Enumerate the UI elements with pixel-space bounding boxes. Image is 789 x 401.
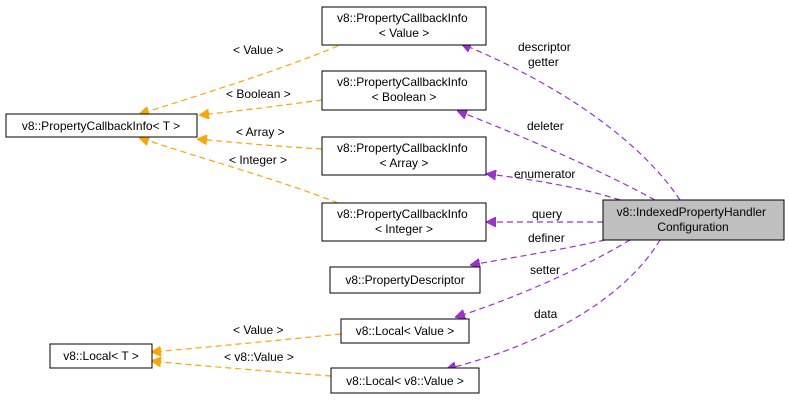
- node-local-value-label: v8::Local< Value >: [356, 324, 455, 338]
- svg-text:v8::PropertyCallbackInfo: v8::PropertyCallbackInfo < Value >: [337, 11, 471, 40]
- edge-label-descriptor-getter: descriptor getter: [518, 40, 574, 69]
- node-pci-value-line1: v8::PropertyCallbackInfo: [337, 11, 468, 25]
- svg-text:v8::PropertyCallbackInfo: v8::PropertyCallbackInfo < Integer >: [337, 207, 471, 236]
- edge-descriptor-getter: [462, 44, 681, 201]
- edge-label-deleter: deleter: [527, 119, 564, 133]
- member-edges: [447, 44, 681, 369]
- node-pci-boolean[interactable]: v8::PropertyCallbackInfo < Boolean >: [321, 70, 487, 111]
- node-pci-array[interactable]: v8::PropertyCallbackInfo < Array >: [321, 136, 487, 176]
- edge-local-t-to-value: [152, 333, 342, 352]
- node-property-descriptor[interactable]: v8::PropertyDescriptor: [329, 266, 481, 294]
- edge-label-tpl-integer: < Integer >: [229, 153, 287, 167]
- node-pci-integer-line1: v8::PropertyCallbackInfo: [337, 207, 468, 221]
- node-pci-t-label: v8::PropertyCallbackInfo< T >: [22, 119, 180, 133]
- edge-pci-t-to-integer: [140, 138, 339, 204]
- node-local-v8value[interactable]: v8::Local< v8::Value >: [330, 367, 480, 394]
- edge-label-tpl-array: < Array >: [236, 125, 285, 139]
- edge-label-tpl-local-value: < Value >: [233, 323, 283, 337]
- node-property-descriptor-label: v8::PropertyDescriptor: [345, 273, 464, 287]
- svg-text:v8::IndexedPropertyHandler: v8::IndexedPropertyHandler Configuration: [617, 205, 770, 234]
- node-local-value[interactable]: v8::Local< Value >: [340, 318, 470, 344]
- node-pci-boolean-line1: v8::PropertyCallbackInfo: [337, 75, 468, 89]
- node-indexed-property-handler-configuration[interactable]: v8::IndexedPropertyHandler Configuration: [602, 199, 785, 241]
- edge-local-t-to-v8value: [152, 361, 332, 377]
- edge-label-query: query: [532, 207, 562, 221]
- node-local-t[interactable]: v8::Local< T >: [49, 343, 153, 369]
- node-local-v8value-label: v8::Local< v8::Value >: [346, 374, 464, 388]
- edge-label-setter: setter: [530, 263, 560, 277]
- edge-pci-t-to-boolean: [200, 99, 323, 115]
- node-pci-integer[interactable]: v8::PropertyCallbackInfo < Integer >: [321, 202, 487, 242]
- edge-data: [447, 239, 661, 369]
- edge-deleter: [458, 111, 656, 201]
- edge-setter: [456, 239, 631, 317]
- node-pci-boolean-line2: < Boolean >: [372, 90, 437, 104]
- edge-label-tpl-boolean: < Boolean >: [226, 87, 291, 101]
- node-config-line2: Configuration: [657, 220, 728, 234]
- svg-text:v8::PropertyCallbackInfo: v8::PropertyCallbackInfo < Boolean >: [337, 75, 471, 104]
- edge-enumerator: [487, 174, 621, 201]
- edge-definer: [471, 239, 606, 265]
- edge-labels: < Value > < Boolean > < Array > < Intege…: [224, 40, 575, 364]
- edge-label-definer: definer: [528, 231, 565, 245]
- edge-label-enumerator: enumerator: [514, 167, 575, 181]
- edge-label-getter: getter: [528, 55, 559, 69]
- edge-label-descriptor: descriptor: [518, 40, 571, 54]
- node-pci-value-line2: < Value >: [379, 26, 429, 40]
- template-edges: [140, 45, 342, 377]
- edge-label-tpl-value: < Value >: [233, 43, 283, 57]
- node-pci-value[interactable]: v8::PropertyCallbackInfo < Value >: [321, 6, 487, 46]
- node-pci-array-line1: v8::PropertyCallbackInfo: [337, 141, 468, 155]
- node-pci-array-line2: < Array >: [380, 156, 429, 170]
- edge-label-tpl-local-v8value: < v8::Value >: [224, 350, 294, 364]
- node-local-t-label: v8::Local< T >: [63, 349, 139, 363]
- edge-label-data: data: [534, 307, 558, 321]
- edge-pci-t-to-value: [140, 45, 339, 114]
- svg-text:v8::PropertyCallbackInfo: v8::PropertyCallbackInfo < Array >: [337, 141, 471, 170]
- node-pci-t[interactable]: v8::PropertyCallbackInfo< T >: [5, 113, 198, 138]
- node-pci-integer-line2: < Integer >: [375, 222, 433, 236]
- edge-pci-t-to-array: [198, 139, 323, 150]
- node-config-line1: v8::IndexedPropertyHandler: [617, 205, 766, 219]
